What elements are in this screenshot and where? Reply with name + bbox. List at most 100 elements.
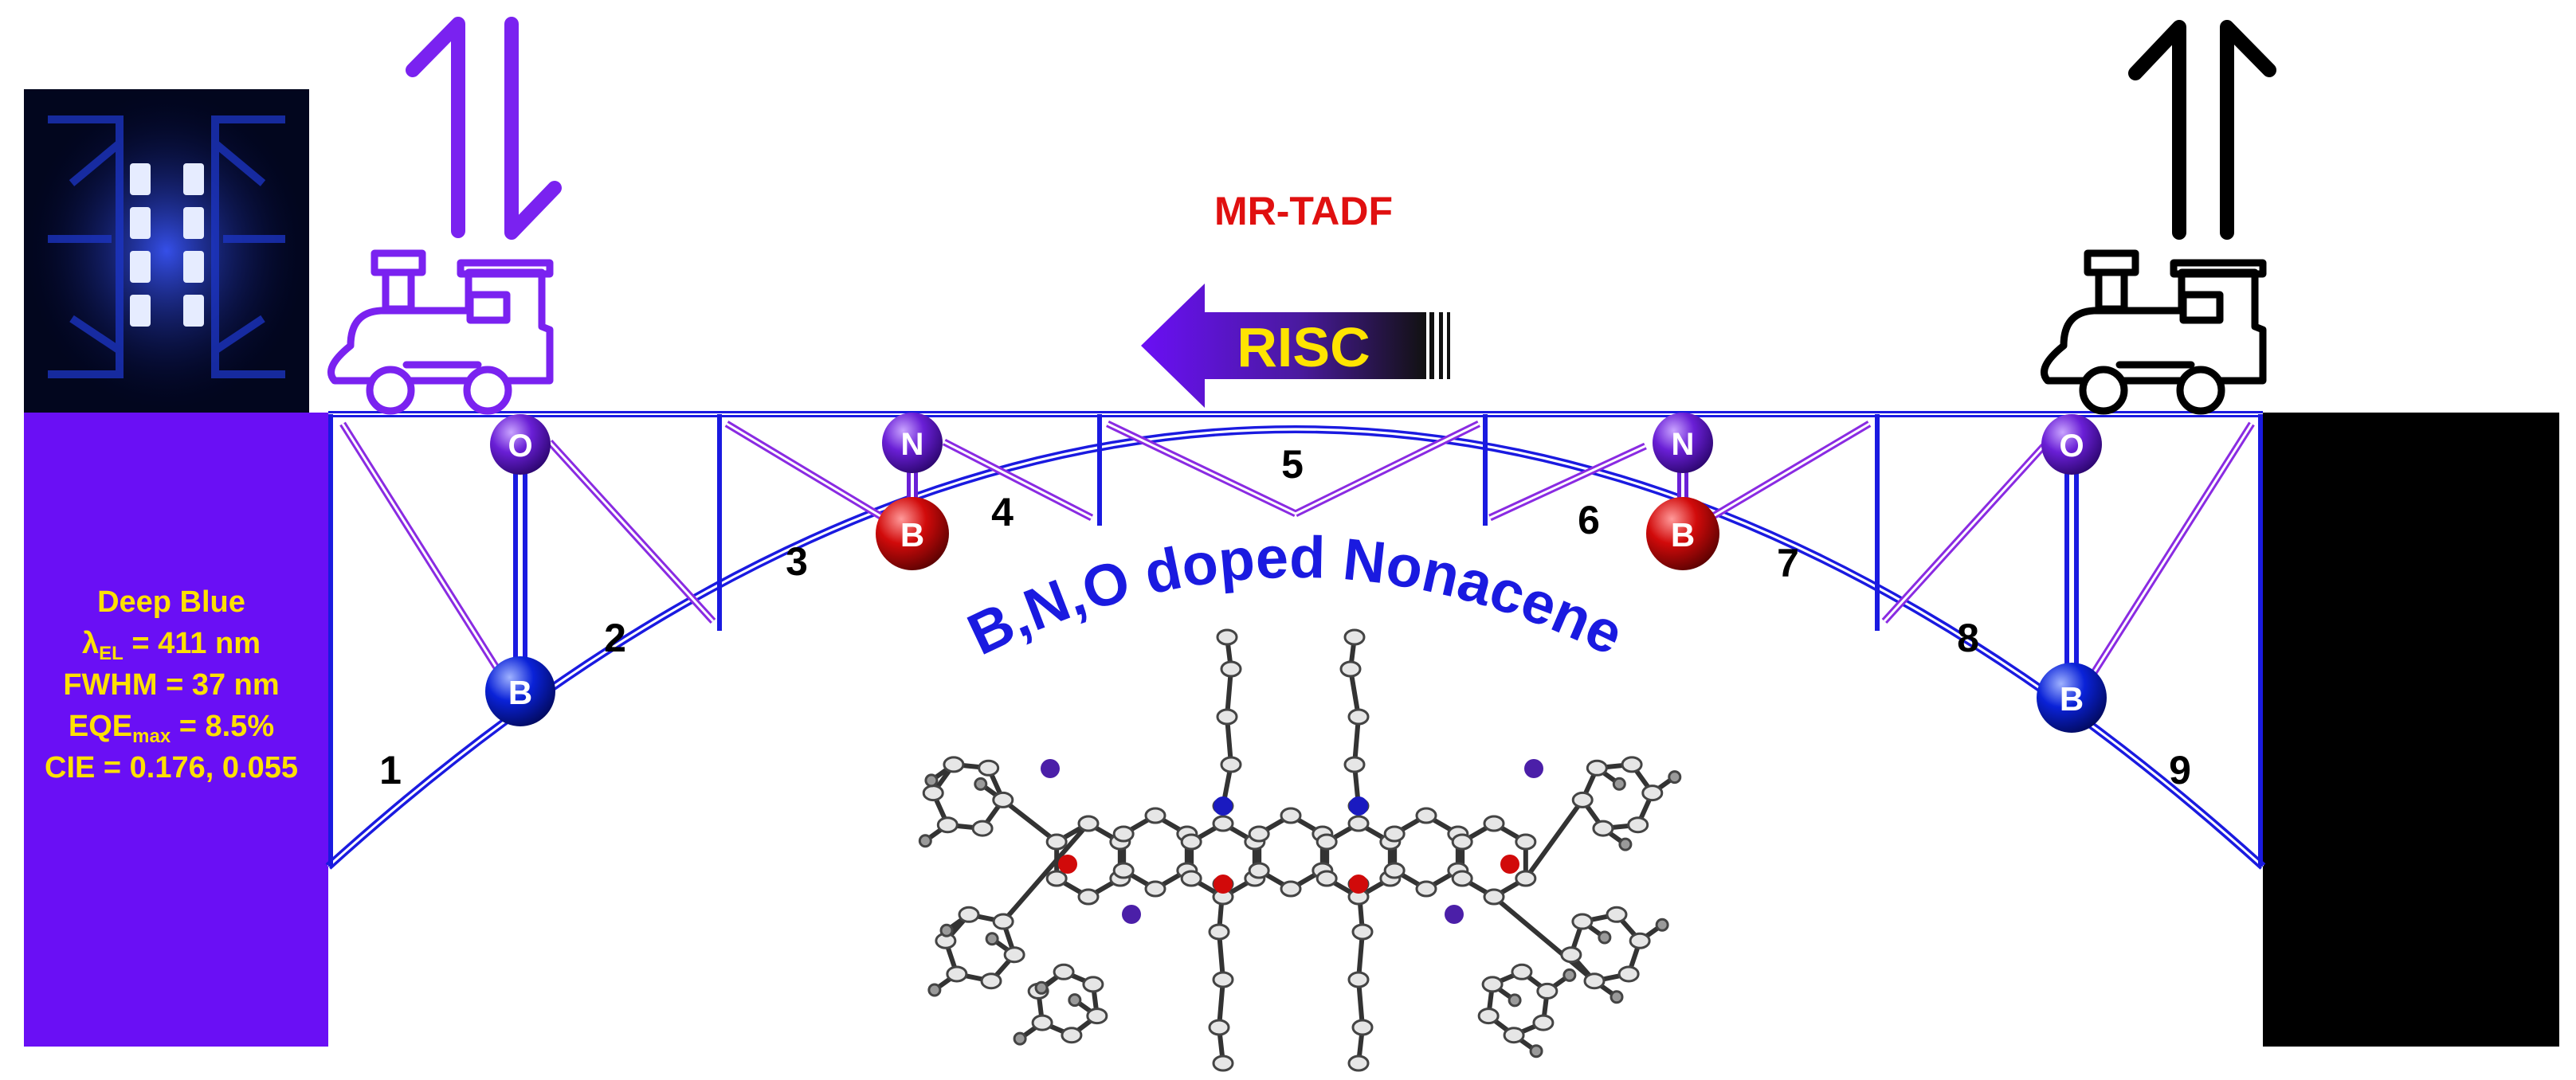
molecule-heteroatom [1500, 855, 1519, 874]
molecule-carbon-atom [1515, 833, 1537, 851]
molecule-carbon-atom [1383, 862, 1406, 879]
molecule-carbon-atom [1617, 965, 1640, 983]
segment-number: 3 [786, 539, 808, 584]
molecule-carbon-atom [1031, 1014, 1053, 1031]
atom-o-right: O [2041, 414, 2102, 475]
molecule-carbon-atom [1086, 1008, 1108, 1025]
molecule-carbon-atom [1315, 870, 1338, 887]
molecule-carbon-atom [1571, 791, 1594, 808]
molecule-carbon-atom [1045, 870, 1068, 887]
molecule-carbon-atom [1343, 628, 1366, 646]
molecule-carbon-atom [1629, 932, 1651, 949]
molecule-carbon-atom [992, 913, 1014, 930]
molecule-carbon-atom [1248, 825, 1270, 843]
molecule-carbon-atom [1077, 888, 1100, 906]
lambda-el-label: λEL = 411 nm [82, 627, 261, 664]
molecule-carbon-atom [1511, 963, 1533, 980]
molecule-heteroatom [1445, 905, 1464, 924]
molecule-hydrogen-atom [1610, 990, 1624, 1004]
svg-text:B: B [1671, 516, 1695, 554]
emission-color-label: Deep Blue [97, 585, 245, 619]
molecule-carbon-atom [1641, 785, 1664, 802]
molecule-carbon-atom [1077, 815, 1100, 832]
risc-label: RISC [1237, 316, 1370, 378]
molecule-carbon-atom [946, 965, 968, 983]
atom-n-right: N [1653, 413, 1713, 473]
segment-number: 6 [1578, 498, 1600, 542]
molecule-hydrogen-atom [918, 834, 932, 848]
molecule-carbon-atom [1383, 825, 1406, 843]
molecule-hydrogen-atom [1655, 918, 1669, 932]
molecule-heteroatom [1349, 875, 1368, 894]
molecule-carbon-atom [1571, 913, 1594, 930]
bridge-structure [325, 411, 2266, 870]
molecule-hydrogen-atom [1612, 777, 1626, 791]
molecule-carbon-atom [1483, 888, 1505, 906]
molecule-carbon-atom [1477, 1008, 1500, 1025]
molecule-carbon-atom [1503, 1027, 1525, 1044]
molecule-hydrogen-atom [1034, 980, 1049, 995]
molecule-carbon-atom [1481, 976, 1504, 993]
molecule-hydrogen-atom [1668, 770, 1682, 785]
molecule-carbon-atom [1415, 807, 1437, 824]
segment-number: 8 [1957, 616, 1979, 660]
molecule-carbon-atom [1003, 946, 1025, 964]
svg-text:N: N [901, 427, 924, 462]
molecule-carbon-atom [1216, 708, 1238, 726]
molecule-carbon-atom [1515, 870, 1537, 887]
molecule-carbon-atom [1347, 815, 1370, 832]
molecule-carbon-atom [978, 759, 1000, 777]
molecule-carbon-atom [1351, 923, 1374, 941]
molecule-heteroatom [1524, 759, 1543, 778]
molecule-bond [1001, 822, 1091, 923]
atom-b-left: B [485, 656, 555, 726]
molecule-title: B,N,O doped Nonacene [958, 524, 1633, 668]
molecule-carbon-atom [1592, 820, 1614, 837]
molecule-carbon-atom [1248, 862, 1270, 879]
train-right-icon [2041, 249, 2267, 415]
molecule-carbon-atom [1347, 708, 1370, 726]
svg-text:O: O [508, 428, 532, 464]
segment-number: 4 [991, 490, 1014, 534]
molecule-hydrogen-atom [985, 932, 999, 946]
atom-b-center-left: B [876, 497, 949, 570]
molecule-carbon-atom [1180, 833, 1202, 851]
molecule-carbon-atom [1061, 1027, 1083, 1044]
molecule-carbon-atom [1451, 833, 1473, 851]
molecule-carbon-atom [980, 972, 1002, 990]
molecule-carbon-atom [1315, 833, 1338, 851]
molecule-hydrogen-atom [1013, 1031, 1027, 1046]
right-pier [2263, 413, 2559, 1047]
atom-b-right: B [2037, 663, 2107, 733]
device-metrics: Deep Blue λEL = 411 nm FWHM = 37 nm EQEm… [45, 585, 298, 785]
molecule-carbon-atom [1112, 825, 1135, 843]
molecule-carbon-atom [1347, 1055, 1370, 1072]
molecule-carbon-atom [1586, 759, 1608, 777]
molecule-hydrogen-atom [1618, 837, 1633, 851]
molecule-carbon-atom [992, 791, 1014, 808]
atom-o-left: O [490, 414, 551, 475]
fwhm-label: FWHM = 37 nm [63, 668, 279, 702]
molecule-hydrogen-atom [974, 777, 988, 791]
svg-text:O: O [2059, 428, 2084, 464]
crystal-structure [918, 628, 1682, 1072]
molecule-carbon-atom [1220, 756, 1242, 773]
molecule-carbon-atom [958, 906, 980, 923]
svg-text:N: N [1672, 427, 1695, 462]
segment-numbers: 1 2 3 4 5 6 7 8 9 [379, 442, 2191, 792]
risc-arrow: RISC [1141, 284, 1450, 408]
segment-number: 1 [379, 748, 402, 792]
molecule-carbon-atom [943, 756, 965, 773]
molecule-heteroatom [1058, 855, 1077, 874]
molecule-carbon-atom [1606, 906, 1628, 923]
svg-text:B: B [2060, 680, 2084, 718]
molecule-carbon-atom [1208, 923, 1230, 941]
molecule-hydrogen-atom [1529, 1044, 1543, 1058]
molecule-bond [1523, 798, 1585, 880]
molecule-bond [1001, 798, 1059, 844]
atom-b-center-right: B [1646, 497, 1719, 570]
segment-number: 7 [1777, 541, 1799, 585]
molecule-carbon-atom [936, 816, 959, 834]
molecule-bond [1492, 894, 1596, 984]
molecule-carbon-atom [1583, 972, 1606, 990]
